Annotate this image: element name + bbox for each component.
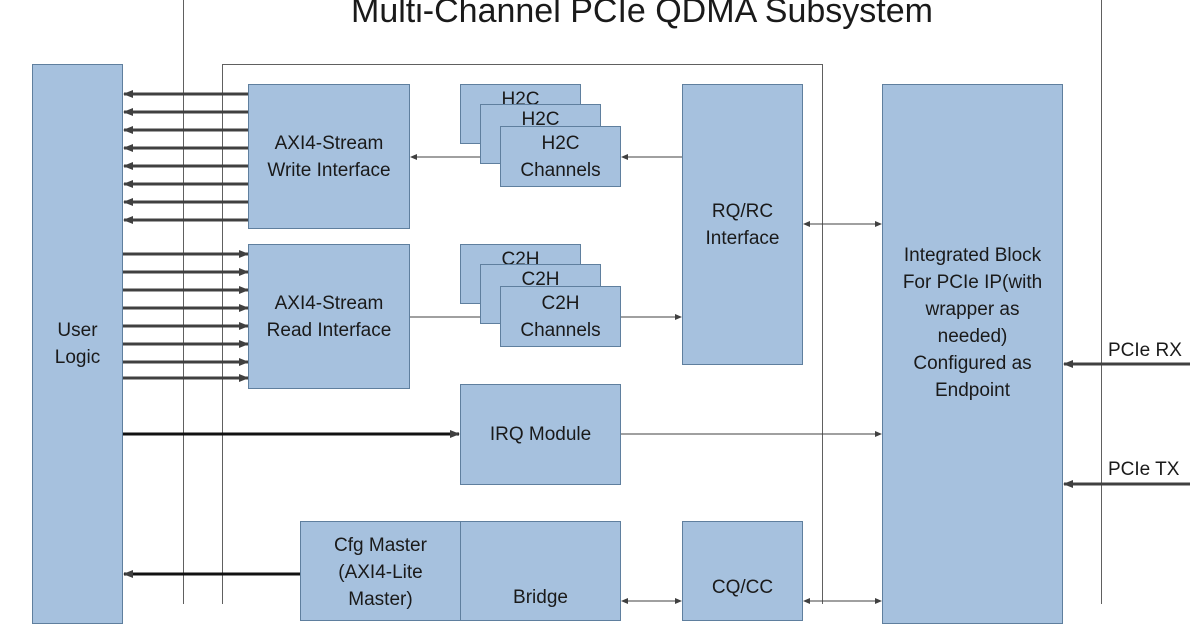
integrated-block-pcie: Integrated Block For PCIe IP(with wrappe… [882,84,1063,624]
axi4-stream-read-interface-block: AXI4-Stream Read Interface [248,244,410,389]
irq-module-block: IRQ Module [460,384,621,485]
axi4-stream-write-interface-block: AXI4-Stream Write Interface [248,84,410,229]
read-interface-bus-arrows [123,250,249,382]
c2h-channels-block: C2H Channels [500,286,621,347]
bridge-block: Bridge [460,521,621,621]
cq-cc-block: CQ/CC [682,521,803,621]
write-interface-bus-arrows [123,90,248,224]
dma-core-frame [222,64,823,604]
pcie-rx-label: PCIe RX [1108,340,1182,361]
cfg-master-block: Cfg Master (AXI4-Lite Master) [300,521,461,621]
rq-rc-interface-block: RQ/RC Interface [682,84,803,365]
h2c-channels-block: H2C Channels [500,126,621,187]
diagram-canvas [123,0,1190,604]
pcie-tx-label: PCIe TX [1108,459,1180,480]
user-logic-block: User Logic [32,64,123,624]
diagram-title: Multi-Channel PCIe QDMA Subsystem [351,0,933,30]
